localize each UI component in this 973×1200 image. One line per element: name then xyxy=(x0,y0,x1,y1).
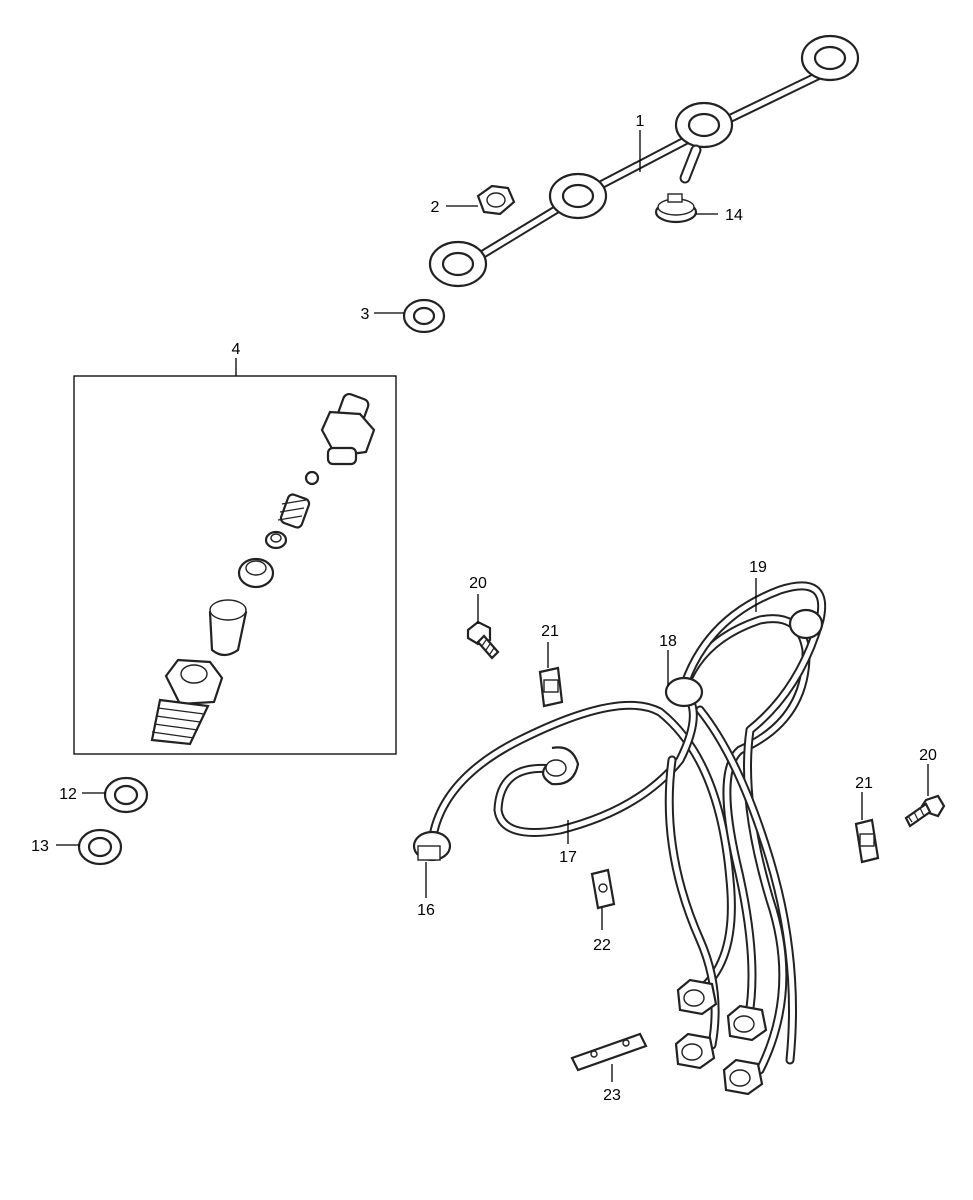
callout-labels: 1 2 3 4 12 13 14 16 17 18 19 20 20 21 21… xyxy=(31,113,937,1104)
callout-19: 19 xyxy=(749,559,767,576)
hex-nut xyxy=(476,184,516,216)
callout-3: 3 xyxy=(361,306,370,323)
pipe-nut-b xyxy=(726,1004,768,1042)
callout-1: 1 xyxy=(636,113,645,130)
injector-ball xyxy=(304,470,320,486)
washer xyxy=(402,298,446,334)
injector-nozzle-holder xyxy=(320,392,376,466)
clip-21-right xyxy=(854,818,880,864)
clip-21-left xyxy=(538,666,564,708)
injector-body xyxy=(150,658,224,746)
callout-12: 12 xyxy=(59,786,77,803)
callout-23: 23 xyxy=(603,1087,621,1104)
bolt-20-left xyxy=(466,620,500,660)
pipe-end-19 xyxy=(788,608,824,640)
callout-20-right: 20 xyxy=(919,747,937,764)
callout-21-right: 21 xyxy=(855,775,873,792)
callout-16: 16 xyxy=(417,902,435,919)
injector-assembly-box xyxy=(73,375,397,755)
callout-13: 13 xyxy=(31,838,49,855)
injector-seat xyxy=(237,557,275,589)
pipe-nut-d xyxy=(722,1058,764,1096)
banjo-ring-3 xyxy=(674,101,734,149)
bolt-20-right xyxy=(904,794,946,828)
injector-spacer xyxy=(264,530,288,550)
injector-sleeve xyxy=(208,599,248,657)
washer-12 xyxy=(103,776,149,814)
banjo-ring-2 xyxy=(548,172,608,220)
banjo-ring-4 xyxy=(800,34,860,82)
leak-off-pipe xyxy=(428,34,860,288)
washer-13 xyxy=(77,828,123,866)
hose-clip xyxy=(654,193,698,224)
pipe-end-18 xyxy=(664,676,704,708)
callout-17: 17 xyxy=(559,849,577,866)
pipe-end-17 xyxy=(542,746,580,786)
injection-pipes xyxy=(427,581,827,1075)
callout-20-left: 20 xyxy=(469,575,487,592)
callout-14: 14 xyxy=(725,207,743,224)
callout-4: 4 xyxy=(232,341,241,358)
callout-22: 22 xyxy=(593,937,611,954)
callout-21-left: 21 xyxy=(541,623,559,640)
injector-spring xyxy=(277,493,311,529)
clip-22 xyxy=(590,868,616,910)
banjo-ring-1 xyxy=(428,240,488,288)
pipe-nut-a xyxy=(676,978,718,1016)
callout-18: 18 xyxy=(659,633,677,650)
leader-lines xyxy=(56,130,929,1082)
pipe-nut-c xyxy=(674,1032,716,1070)
clamp-23 xyxy=(570,1032,648,1072)
callout-2: 2 xyxy=(431,199,440,216)
pipe-end-16 xyxy=(412,830,452,862)
